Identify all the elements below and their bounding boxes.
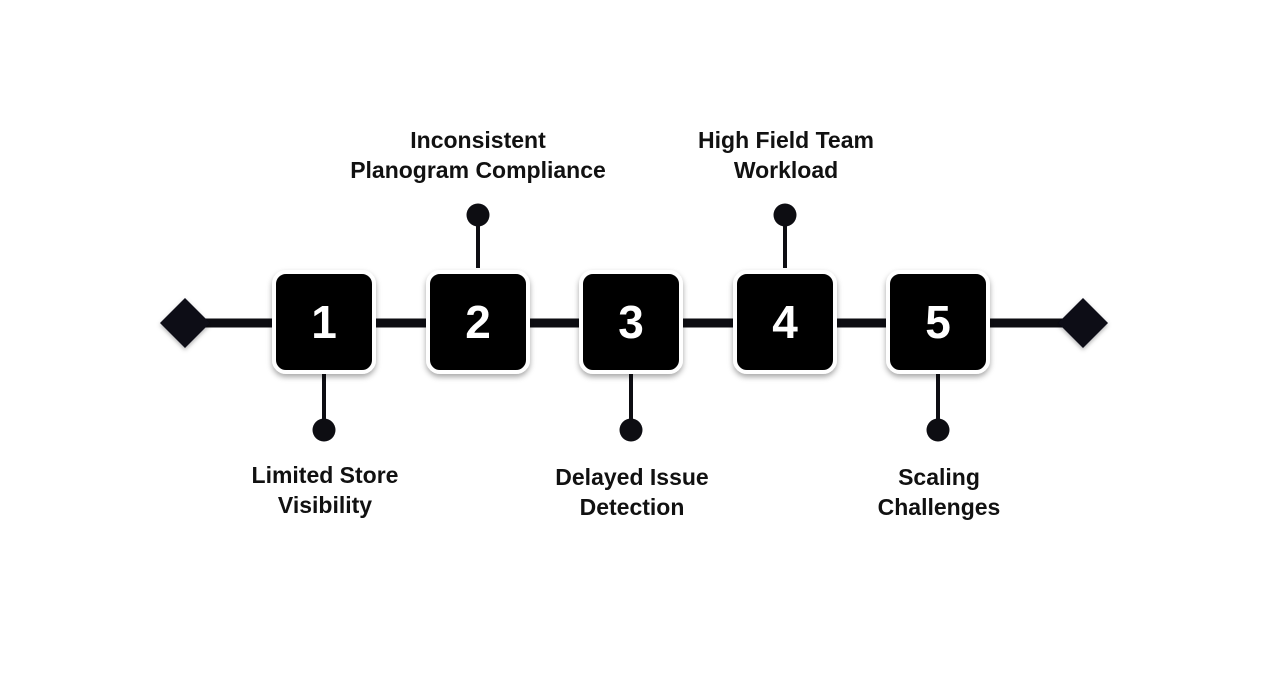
- step-label-line: Inconsistent: [410, 127, 546, 153]
- step-label-line: Detection: [580, 494, 685, 520]
- step-box: [579, 270, 683, 374]
- step-label-line: Workload: [734, 157, 838, 183]
- step-number: 2: [465, 296, 491, 348]
- step-number: 4: [772, 296, 798, 348]
- step-label-line: Planogram Compliance: [350, 157, 606, 183]
- step-label-line: High Field Team: [698, 127, 874, 153]
- connector-dot: [773, 203, 797, 227]
- step-label-line: Visibility: [278, 492, 372, 518]
- step-box: [733, 270, 837, 374]
- connector-dot: [619, 418, 643, 442]
- connector-dot: [312, 418, 336, 442]
- step-label-line: Delayed Issue: [555, 464, 708, 490]
- step-box: [272, 270, 376, 374]
- step-box: [886, 270, 990, 374]
- step-box: [426, 270, 530, 374]
- step-number: 1: [311, 296, 337, 348]
- right-diamond-marker: [1058, 298, 1108, 348]
- connector-dot: [926, 418, 950, 442]
- step-label-line: Scaling: [898, 464, 980, 490]
- step-number: 3: [618, 296, 644, 348]
- connector-dot: [466, 203, 490, 227]
- step-number: 5: [925, 296, 951, 348]
- left-diamond-marker: [160, 298, 210, 348]
- step-label-line: Limited Store: [252, 462, 399, 488]
- step-label-line: Challenges: [878, 494, 1001, 520]
